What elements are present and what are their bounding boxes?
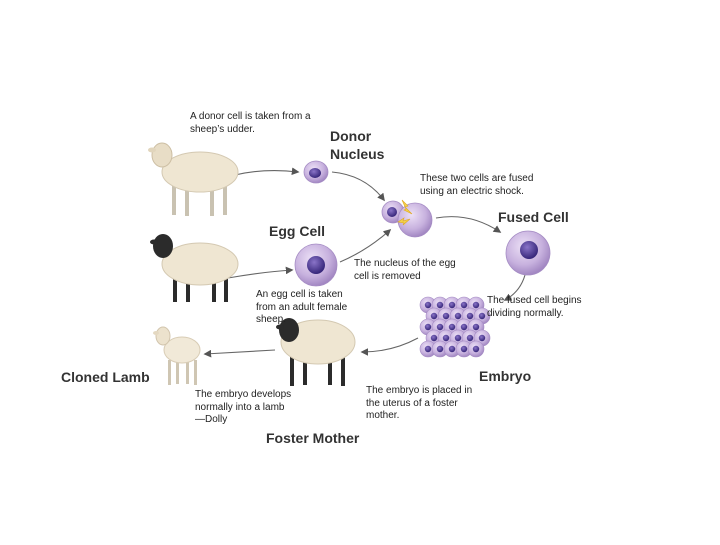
embryo-cell-nucleus xyxy=(466,334,474,342)
white-sheep-icon xyxy=(148,142,239,216)
embryo-cell-nucleus xyxy=(478,312,486,320)
foster-mother-label: Foster Mother xyxy=(266,430,360,446)
embryo-cell-nucleus xyxy=(448,345,456,353)
process-arrows xyxy=(203,167,526,358)
embryo-cell-nucleus xyxy=(442,334,450,342)
embryo-cell-nucleus xyxy=(430,312,438,320)
arrow-foster-to-lamb xyxy=(203,349,276,358)
foster-mother-sheep-icon xyxy=(276,318,356,386)
egg-taken-caption: An egg cell is taken from an adult femal… xyxy=(256,289,348,325)
egg-cell-icon xyxy=(294,243,338,287)
embryo-label: Embryo xyxy=(479,368,532,384)
fused-cell-icon xyxy=(505,230,551,276)
arrow-sheep-to-egg xyxy=(227,266,294,279)
embryo-cell-nucleus xyxy=(436,301,444,309)
embryo-cell-nucleus xyxy=(472,323,480,331)
embryo-cell-nucleus xyxy=(454,312,462,320)
arrow-donor-to-fusion xyxy=(331,171,385,202)
embryo-cell-nucleus xyxy=(436,323,444,331)
embryo-cell-nucleus xyxy=(424,301,432,309)
arrow-sheep-to-donor xyxy=(234,167,300,176)
arrow-embryo-to-foster xyxy=(360,337,419,356)
develops-caption: The embryo develops normally into a lamb… xyxy=(195,389,292,425)
embryo-cell-nucleus xyxy=(436,345,444,353)
nucleus-removed-caption: The nucleus of the egg cell is removed xyxy=(354,258,456,282)
donor-cell-caption: A donor cell is taken from a sheep’s udd… xyxy=(190,111,311,135)
arrow-fusion-to-fused xyxy=(435,216,502,233)
egg-cell-label: Egg Cell xyxy=(269,223,326,239)
embryo-cell-nucleus xyxy=(454,334,462,342)
embryo-cell-nucleus xyxy=(442,312,450,320)
embryo-cell-nucleus xyxy=(460,345,468,353)
embryo-cell-nucleus xyxy=(460,323,468,331)
lamb-icon xyxy=(153,326,201,385)
embryo-cell-nucleus xyxy=(448,323,456,331)
embryo-cell-nucleus xyxy=(424,345,432,353)
embryo-icon xyxy=(419,296,491,358)
fusion-caption: These two cells are fused using an elect… xyxy=(420,173,534,197)
arrow-egg-to-fusion xyxy=(339,228,392,263)
embryo-cell-nucleus xyxy=(460,301,468,309)
embryo-cell-nucleus xyxy=(472,301,480,309)
embryo-cell-nucleus xyxy=(430,334,438,342)
black-faced-sheep-icon xyxy=(150,234,239,302)
fused-cell-label: Fused Cell xyxy=(498,209,569,225)
electric-spark-icon xyxy=(397,199,413,226)
embryo-cell-nucleus xyxy=(424,323,432,331)
donor-nucleus-cell-icon xyxy=(303,160,329,184)
placed-caption: The embryo is placed in the uterus of a … xyxy=(366,385,473,421)
dividing-caption: The fused cell begins dividing normally. xyxy=(487,295,582,319)
cloned-lamb-label: Cloned Lamb xyxy=(61,369,150,385)
embryo-cell-nucleus xyxy=(466,312,474,320)
embryo-cell-nucleus xyxy=(478,334,486,342)
embryo-cell-nucleus xyxy=(472,345,480,353)
arrow-fused-to-embryo xyxy=(503,274,526,301)
donor-nucleus-label: Donor Nucleus xyxy=(330,128,385,162)
embryo-cell-nucleus xyxy=(448,301,456,309)
